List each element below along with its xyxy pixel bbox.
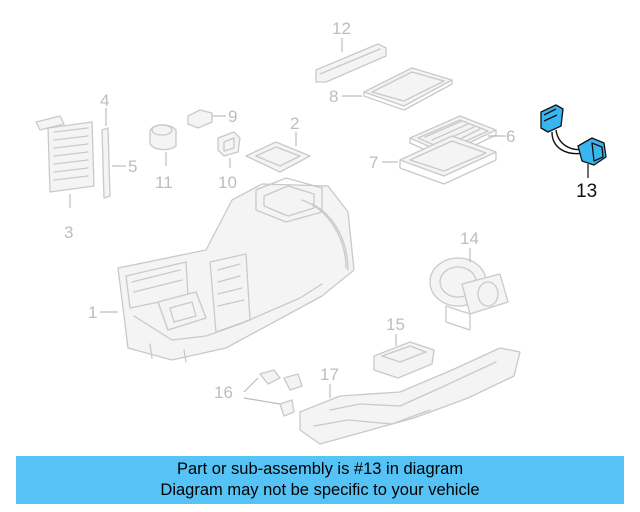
label-8: 8 [329, 87, 338, 106]
part-14-blower-motor [429, 257, 509, 331]
banner-line-1: Part or sub-assembly is #13 in diagram [176, 460, 464, 478]
part-16-connectors [259, 369, 303, 417]
label-12: 12 [332, 19, 351, 38]
label-4: 4 [100, 91, 109, 110]
part-7-filter-housing [399, 135, 497, 185]
banner-line-2: Diagram may not be specific to your vehi… [160, 481, 480, 499]
part-10-bracket [217, 131, 241, 157]
info-banner: Part or sub-assembly is #13 in diagram D… [16, 456, 624, 504]
part-12-strip [315, 43, 387, 83]
part-17-duct [299, 347, 521, 445]
label-6: 6 [506, 127, 515, 146]
label-13: 13 [576, 181, 597, 202]
leader-16a [243, 377, 259, 393]
label-2: 2 [290, 114, 299, 133]
part-9-clip [187, 109, 213, 129]
label-7: 7 [369, 153, 378, 172]
label-16: 16 [214, 383, 233, 402]
part-3-heater-core [35, 115, 95, 193]
label-1: 1 [88, 303, 97, 322]
part-11-sensor [149, 124, 177, 151]
part-2-gasket [245, 141, 311, 173]
part-15-module [373, 341, 435, 379]
part-5-rod [101, 127, 111, 199]
label-14: 14 [460, 229, 479, 248]
part-1-hvac-case [117, 177, 355, 363]
label-17: 17 [320, 365, 339, 384]
label-5: 5 [128, 157, 137, 176]
label-11: 11 [155, 173, 173, 192]
label-3: 3 [64, 223, 73, 242]
leader-16b [243, 397, 281, 405]
label-15: 15 [386, 315, 405, 334]
label-10: 10 [218, 173, 237, 192]
part-6-filter [409, 115, 497, 160]
label-9: 9 [228, 107, 237, 126]
part-8-filter-frame [363, 67, 453, 111]
parts-diagram: 12 8 6 7 13 9 1 [35, 19, 607, 445]
part-13-wiring-harness [540, 104, 607, 166]
